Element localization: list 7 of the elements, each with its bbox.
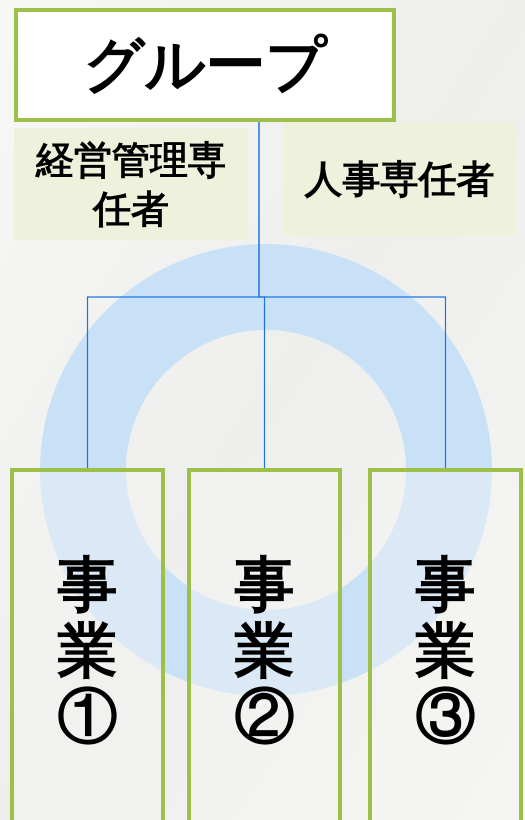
business-box: 事業② [187, 468, 342, 820]
business-box: 事業③ [368, 468, 523, 820]
role-label-box: 経営管理専任者 [14, 128, 248, 240]
role-label-box: 人事専任者 [283, 122, 516, 236]
business-box: 事業① [10, 468, 165, 820]
group-box: グループ [14, 8, 396, 122]
connector-line [258, 122, 446, 468]
